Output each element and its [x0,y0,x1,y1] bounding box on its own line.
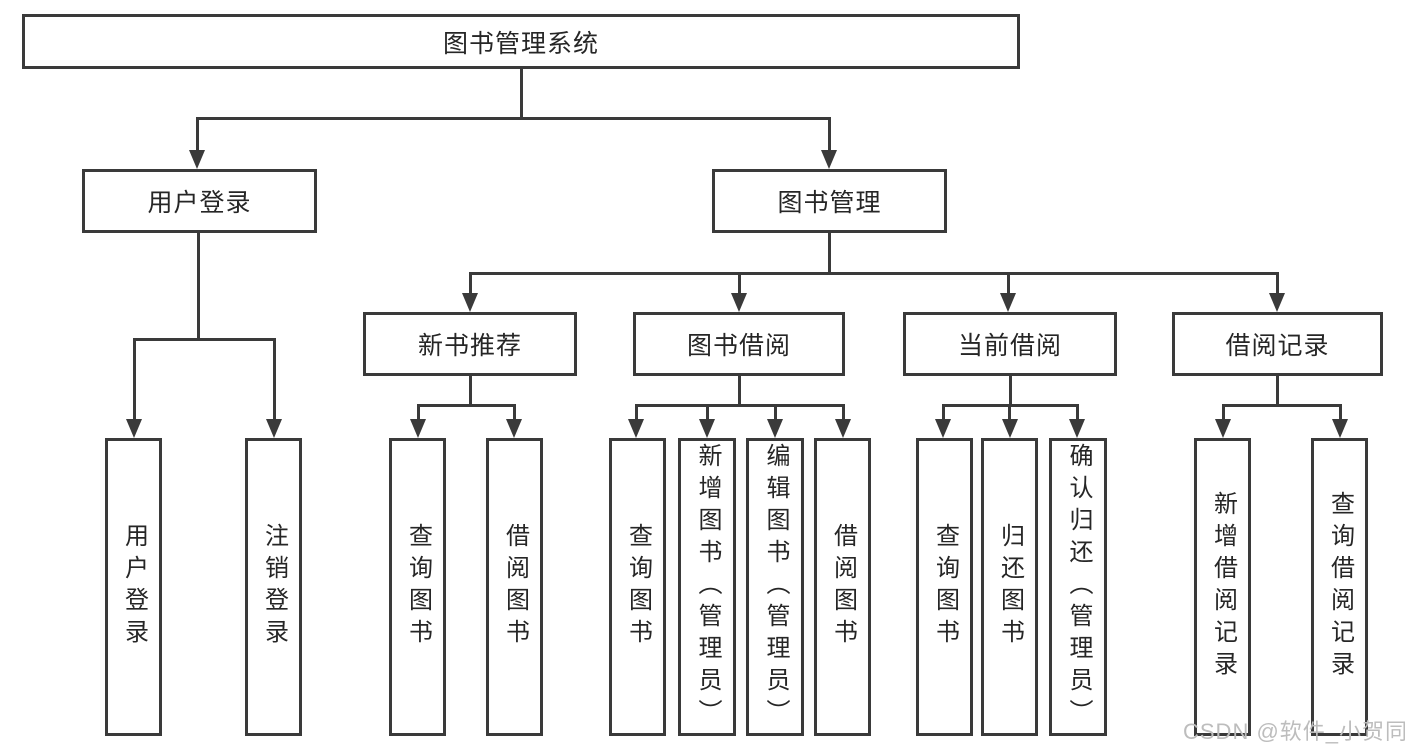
connector-line [828,117,831,152]
connector-line [417,404,420,421]
leaf-query-borrow-record: 查询借阅记录 [1311,438,1368,736]
connector-line [133,338,136,422]
leaf-user-login: 用户登录 [105,438,162,736]
connector-line [1076,404,1079,421]
arrow-down-icon [1215,419,1231,438]
node-current-borrowing-label: 当前借阅 [957,332,1062,360]
connector-line [1276,272,1279,295]
connector-line [197,232,200,339]
leaf-borrow-book: 借阅图书 [814,438,871,736]
connector-line [738,272,741,295]
node-user-login: 用户登录 [82,169,317,233]
arrow-down-icon [506,419,522,438]
arrow-down-icon [767,419,783,438]
node-current-borrowing: 当前借阅 [903,312,1117,376]
leaf-edit-book-admin-label: 编辑图书（管理员） [762,443,789,731]
node-user-login-label: 用户登录 [147,189,252,217]
leaf-borrow-book-recommend-label: 借阅图书 [501,523,529,651]
connector-line [774,404,777,421]
arrow-down-icon [126,419,142,438]
leaf-query-book-recommend-label: 查询图书 [404,523,432,651]
csdn-watermark: CSDN @软件_小贺同学 [1183,719,1405,744]
node-new-book-recommend: 新书推荐 [363,312,577,376]
arrow-down-icon [699,419,715,438]
leaf-user-login-label: 用户登录 [120,523,148,651]
leaf-return-book-label: 归还图书 [996,523,1024,651]
connector-line [1009,375,1012,406]
node-borrow-records: 借阅记录 [1172,312,1383,376]
connector-line [273,338,276,422]
arrow-down-icon [1069,419,1085,438]
leaf-query-book-current-label: 查询图书 [931,523,959,651]
connector-line [513,404,516,421]
node-book-management-label: 图书管理 [777,189,882,217]
connector-line [469,375,472,406]
leaf-add-book-admin: 新增图书（管理员） [678,438,736,736]
arrow-down-icon [731,293,747,312]
node-book-borrowing: 图书借阅 [633,312,845,376]
connector-line [842,404,845,421]
connector-line [942,404,945,421]
arrow-down-icon [462,293,478,312]
node-book-management: 图书管理 [712,169,947,233]
leaf-return-book: 归还图书 [981,438,1038,736]
connector-line [196,117,831,120]
node-new-book-recommend-label: 新书推荐 [417,332,522,360]
leaf-query-book-borrowing: 查询图书 [609,438,666,736]
leaf-query-borrow-record-label: 查询借阅记录 [1326,491,1354,683]
arrow-down-icon [935,419,951,438]
connector-line [738,375,741,406]
leaf-borrow-book-label: 借阅图书 [829,523,857,651]
connector-line [1222,404,1342,407]
arrow-down-icon [821,150,837,169]
arrow-down-icon [1269,293,1285,312]
connector-line [1007,272,1010,295]
leaf-add-borrow-record: 新增借阅记录 [1194,438,1251,736]
connector-line [1008,404,1011,421]
node-root-label: 图书管理系统 [442,29,599,58]
arrow-down-icon [266,419,282,438]
leaf-query-book-recommend: 查询图书 [389,438,446,736]
connector-line [417,404,516,407]
arrow-down-icon [1000,293,1016,312]
connector-line [133,338,276,341]
arrow-down-icon [410,419,426,438]
node-borrow-records-label: 借阅记录 [1225,332,1330,360]
leaf-confirm-return-admin-label: 确认归还（管理员） [1065,443,1092,731]
connector-line [706,404,709,421]
connector-line [1276,375,1279,406]
connector-line [1222,404,1225,421]
node-book-borrowing-label: 图书借阅 [686,332,791,360]
connector-line [520,68,523,118]
connector-line [828,232,831,273]
leaf-query-book-borrowing-label: 查询图书 [624,523,652,651]
leaf-borrow-book-recommend: 借阅图书 [486,438,543,736]
connector-line [196,117,199,152]
leaf-query-book-current: 查询图书 [916,438,973,736]
leaf-add-book-admin-label: 新增图书（管理员） [694,443,721,731]
leaf-logout-label: 注销登录 [260,523,288,651]
arrow-down-icon [835,419,851,438]
connector-line [635,404,845,407]
arrow-down-icon [628,419,644,438]
arrow-down-icon [1332,419,1348,438]
leaf-add-borrow-record-label: 新增借阅记录 [1209,491,1237,683]
connector-line [1339,404,1342,421]
connector-line [469,272,1279,275]
arrow-down-icon [189,150,205,169]
leaf-edit-book-admin: 编辑图书（管理员） [746,438,804,736]
leaf-confirm-return-admin: 确认归还（管理员） [1049,438,1107,736]
leaf-logout: 注销登录 [245,438,302,736]
connector-line [635,404,638,421]
node-root: 图书管理系统 [22,14,1020,69]
arrow-down-icon [1002,419,1018,438]
connector-line [469,272,472,295]
